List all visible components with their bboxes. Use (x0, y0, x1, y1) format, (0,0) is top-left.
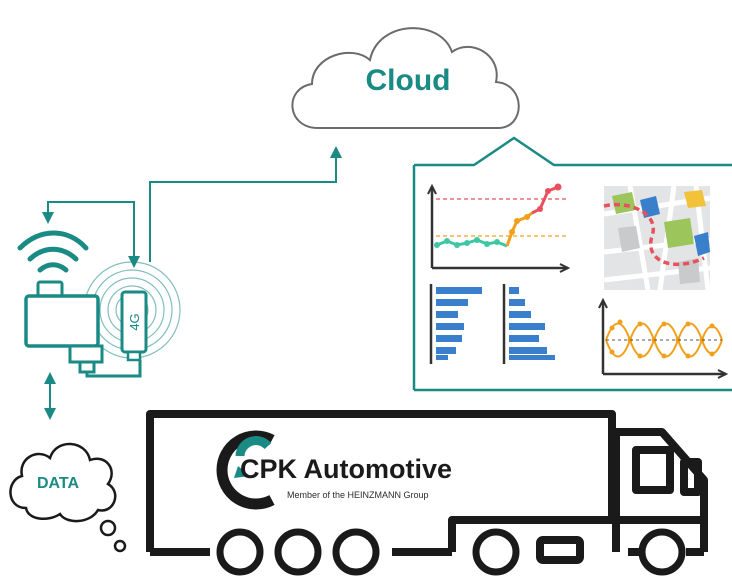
sim-card-icon: 4G (120, 290, 148, 362)
bar-chart-icon (429, 284, 555, 364)
cloud-icon: Cloud (291, 27, 520, 129)
brand-subtitle: Member of the HEINZMANN Group (287, 490, 429, 500)
logo-icon (216, 430, 275, 510)
telematics-device (24, 280, 142, 378)
cloud-label: Cloud (366, 64, 451, 97)
truck-icon (146, 410, 708, 576)
wifi-icon (17, 230, 89, 273)
dashboard-panel (412, 136, 732, 392)
oscillation-chart-icon (598, 297, 729, 379)
data-label: DATA (37, 475, 80, 492)
line-chart-icon (427, 183, 571, 273)
connector-lines (42, 146, 342, 420)
data-cloud-icon: DATA (9, 442, 127, 553)
brand-name: CPK Automotive (240, 454, 452, 484)
map-icon (603, 185, 711, 291)
badge-4g: 4G (127, 313, 142, 330)
